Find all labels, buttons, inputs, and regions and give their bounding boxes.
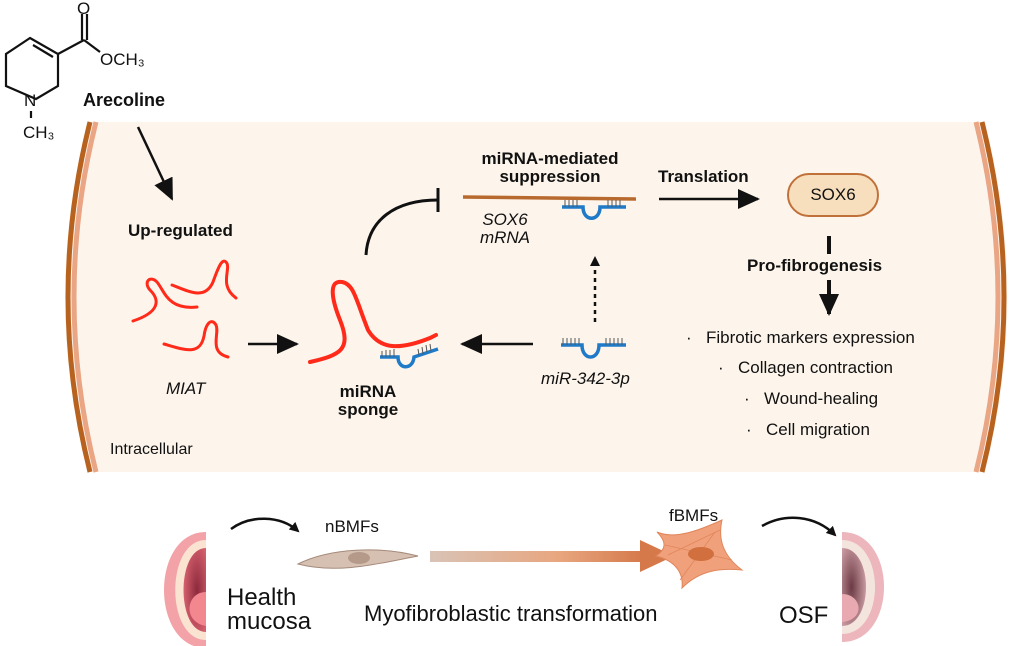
outcome-text: Wound-healing bbox=[764, 389, 879, 408]
sponge-label-line1: miRNA bbox=[339, 382, 397, 401]
health-mucosa-label: Health mucosa bbox=[227, 586, 311, 634]
sox6-protein: SOX6 bbox=[787, 173, 879, 217]
cell-body bbox=[65, 121, 1008, 473]
health-mucosa-line1: Health bbox=[227, 584, 297, 611]
outcome-item: · Wound-healing bbox=[744, 389, 878, 409]
miat-label: MIAT bbox=[166, 379, 206, 398]
health-mucosa-line2: mucosa bbox=[227, 608, 312, 635]
ester-bond bbox=[83, 39, 101, 53]
upregulated-label: Up-regulated bbox=[128, 221, 233, 240]
nitrogen-label: N bbox=[24, 91, 37, 110]
pro-fibrogenesis-label: Pro-fibrogenesis bbox=[747, 256, 883, 275]
suppression-label-line1: miRNA-mediated bbox=[481, 149, 619, 168]
mrna-label: SOX6 mRNA bbox=[470, 211, 540, 247]
outcome-text: Collagen contraction bbox=[738, 358, 893, 377]
sponge-label: miRNA sponge bbox=[331, 383, 405, 419]
arrow-fbmfs-to-osf bbox=[761, 516, 837, 537]
nbmf-cell-icon bbox=[296, 549, 419, 569]
outcome-item: · Fibrotic markers expression bbox=[686, 328, 915, 348]
methyl-label: CH₃ bbox=[23, 123, 55, 142]
miat-lncrna-icon bbox=[131, 259, 238, 359]
outcome-text: Fibrotic markers expression bbox=[706, 328, 915, 347]
cytoplasm bbox=[65, 122, 1008, 472]
intracellular-label: Intracellular bbox=[110, 441, 193, 458]
mrna-label-line1: SOX6 bbox=[482, 210, 528, 229]
fbmf-cell-icon bbox=[654, 519, 744, 590]
osf-label: OSF bbox=[779, 602, 829, 629]
sox6-mrna-icon bbox=[462, 195, 637, 220]
outcome-text: Cell migration bbox=[766, 420, 870, 439]
bullet: · bbox=[686, 328, 692, 347]
arecoline-structure bbox=[4, 14, 101, 118]
mrna-label-line2: mRNA bbox=[479, 227, 531, 247]
mirna-sponge-icon bbox=[308, 279, 439, 369]
sox6-protein-label: SOX6 bbox=[810, 185, 856, 204]
sponge-label-line2: sponge bbox=[337, 399, 399, 419]
transformation-label: Myofibroblastic transformation bbox=[364, 601, 658, 626]
ring-bonds bbox=[4, 36, 60, 101]
translation-label: Translation bbox=[658, 167, 749, 186]
outcome-item: · Cell migration bbox=[746, 420, 870, 440]
compound-name: Arecoline bbox=[83, 90, 166, 110]
suppression-label-line2: suppression bbox=[499, 166, 601, 186]
carbonyl-oxygen-label: O bbox=[77, 0, 91, 18]
mirna-label: miR-342-3p bbox=[541, 369, 630, 388]
inhibition-arc bbox=[364, 198, 439, 256]
outcome-item: · Collagen contraction bbox=[718, 358, 893, 378]
osf-mouth-icon bbox=[842, 532, 884, 642]
membrane-left-inner bbox=[71, 121, 99, 473]
fbmfs-label: fBMFs bbox=[669, 506, 719, 525]
membrane-right-outer bbox=[979, 121, 1007, 473]
double-bond-inner bbox=[32, 44, 54, 58]
membrane-left-outer bbox=[65, 121, 93, 473]
transformation-arrow bbox=[430, 540, 674, 572]
bond-to-carbonyl bbox=[57, 39, 85, 55]
arrow-mucosa-to-nbmfs bbox=[230, 517, 300, 533]
ester-group-label: OCH₃ bbox=[100, 50, 145, 69]
healthy-mouth-icon bbox=[164, 532, 206, 646]
mir-342-3p-icon bbox=[561, 338, 626, 359]
bullet: · bbox=[746, 420, 752, 439]
arrow-arecoline-to-cell bbox=[136, 126, 174, 201]
membrane-right-inner bbox=[973, 121, 1001, 473]
bullet: · bbox=[744, 389, 750, 408]
bullet: · bbox=[718, 358, 724, 377]
suppression-label: miRNA-mediated suppression bbox=[460, 150, 640, 186]
nbmfs-label: nBMFs bbox=[325, 517, 379, 536]
carbonyl-double-bond bbox=[80, 14, 89, 40]
